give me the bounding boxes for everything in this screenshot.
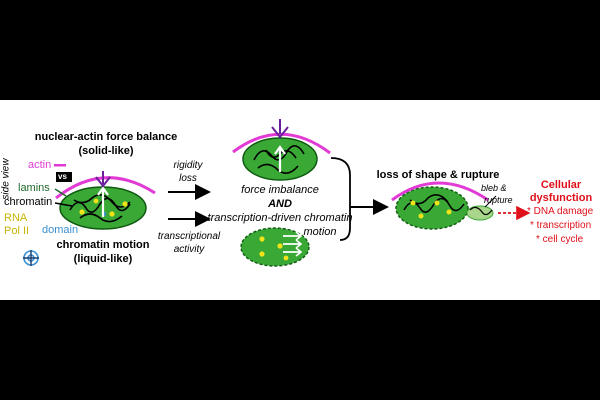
dysfunction-item-transcription: * transcription — [530, 220, 592, 231]
merge-bracket — [330, 157, 351, 241]
left-actin-cap — [55, 176, 156, 200]
vs-badge — [56, 172, 72, 182]
force-imbalance-label: force imbalance — [241, 184, 319, 196]
left-nucleus — [59, 186, 147, 230]
rigidity-label-line2: loss — [179, 173, 197, 184]
bleb-pointer — [484, 195, 497, 208]
transcription-motion-line2: motion — [303, 226, 337, 238]
and-label: AND — [268, 198, 292, 210]
legend-lamins: lamins — [18, 182, 50, 194]
middle-top-nucleus — [242, 137, 318, 181]
bleb-label-line2: rupture — [484, 195, 513, 205]
dysfunction-item-cell-cycle: * cell cycle — [536, 234, 584, 245]
dysfunction-item-dna: * DNA damage — [527, 206, 594, 217]
right-actin-cap — [391, 181, 489, 202]
right-nucleus — [395, 186, 469, 230]
left-bottom-line1: chromatin motion — [56, 239, 150, 251]
dysfunction-title-line1: Cellular — [540, 179, 582, 191]
left-force-arrow — [95, 171, 111, 188]
chromatin-pointer — [54, 202, 73, 207]
actin-swatch — [54, 164, 66, 167]
bleb-label-line1: bleb & — [481, 183, 507, 193]
dysfunction-title-line2: dysfunction — [529, 192, 593, 204]
legend-actin: actin — [28, 159, 52, 171]
transcriptional-label-line2: activity — [173, 244, 205, 255]
middle-force-arrow — [271, 119, 289, 139]
left-title-line2: (solid-like) — [78, 145, 134, 157]
domain-target-icon — [23, 250, 39, 266]
legend-chromatin: chromatin — [4, 196, 53, 208]
bleb — [466, 205, 494, 221]
rigidity-label-line1: rigidity — [173, 160, 203, 171]
legend-vs: vs — [58, 172, 67, 181]
right-title: loss of shape & rupture — [376, 169, 500, 181]
legend-domain: domain — [42, 224, 79, 236]
left-title-line1: nuclear-actin force balance — [34, 131, 178, 143]
legend-rna: RNA — [4, 212, 28, 224]
transcriptional-label-line1: transcriptional — [157, 231, 221, 242]
transcription-motion-line1: transcription-driven chromatin — [207, 212, 353, 224]
left-bottom-line2: (liquid-like) — [73, 253, 133, 265]
middle-bottom-nucleus — [240, 227, 310, 267]
legend-pol2: Pol II — [4, 225, 30, 237]
side-view-label: side view — [0, 158, 12, 200]
lamins-pointer — [54, 188, 67, 197]
